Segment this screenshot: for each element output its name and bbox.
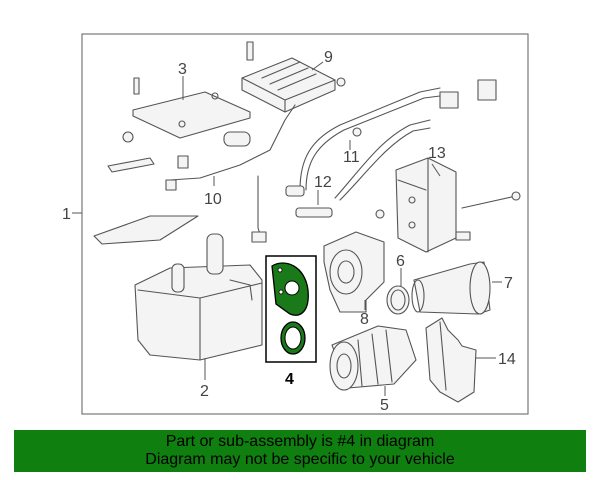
diagram-frame: [81, 33, 529, 415]
callout-12: 12: [314, 174, 332, 191]
callout-9: 9: [324, 49, 333, 66]
info-banner: Part or sub-assembly is #4 in diagram Di…: [14, 430, 586, 472]
part-13-cover[interactable]: [375, 157, 521, 253]
part-4-highlight-box: [265, 255, 317, 363]
banner-line-1: Part or sub-assembly is #4 in diagram: [165, 433, 435, 450]
part-7-tube[interactable]: [411, 261, 491, 315]
callout-6: 6: [396, 253, 405, 270]
part-4-seal-kit[interactable]: [265, 255, 317, 363]
part-8-burner-housing[interactable]: [323, 231, 385, 313]
callout-10: 10: [204, 191, 222, 208]
callout-4: 4: [285, 371, 294, 388]
parts-diagram: 1 9 3 11 10: [62, 33, 529, 415]
part-11-fuel-line[interactable]: [299, 87, 441, 201]
callout-11: 11: [343, 149, 360, 166]
callout-1: 1: [62, 206, 71, 223]
part-14-heat-shield[interactable]: [425, 317, 477, 403]
gasket-sheet[interactable]: [93, 215, 199, 245]
part-3-bracket[interactable]: [132, 77, 251, 139]
callout-7: 7: [504, 275, 513, 292]
grommet-parts[interactable]: [439, 79, 497, 109]
callout-2: 2: [200, 383, 209, 400]
callout-3: 3: [178, 61, 187, 78]
part-6-o-ring[interactable]: [386, 285, 410, 315]
callout-14: 14: [498, 351, 516, 368]
part-2-heater-body[interactable]: [134, 233, 263, 361]
callout-5: 5: [380, 397, 389, 414]
callout-13: 13: [428, 145, 446, 162]
part-10-harness[interactable]: [107, 104, 296, 191]
banner-line-2: Diagram may not be specific to your vehi…: [145, 451, 455, 468]
part-12-sensor[interactable]: [251, 175, 333, 243]
callout-8: 8: [360, 311, 369, 328]
part-9-control-unit[interactable]: [241, 41, 346, 113]
part-5-combustion-tube[interactable]: [329, 325, 417, 391]
